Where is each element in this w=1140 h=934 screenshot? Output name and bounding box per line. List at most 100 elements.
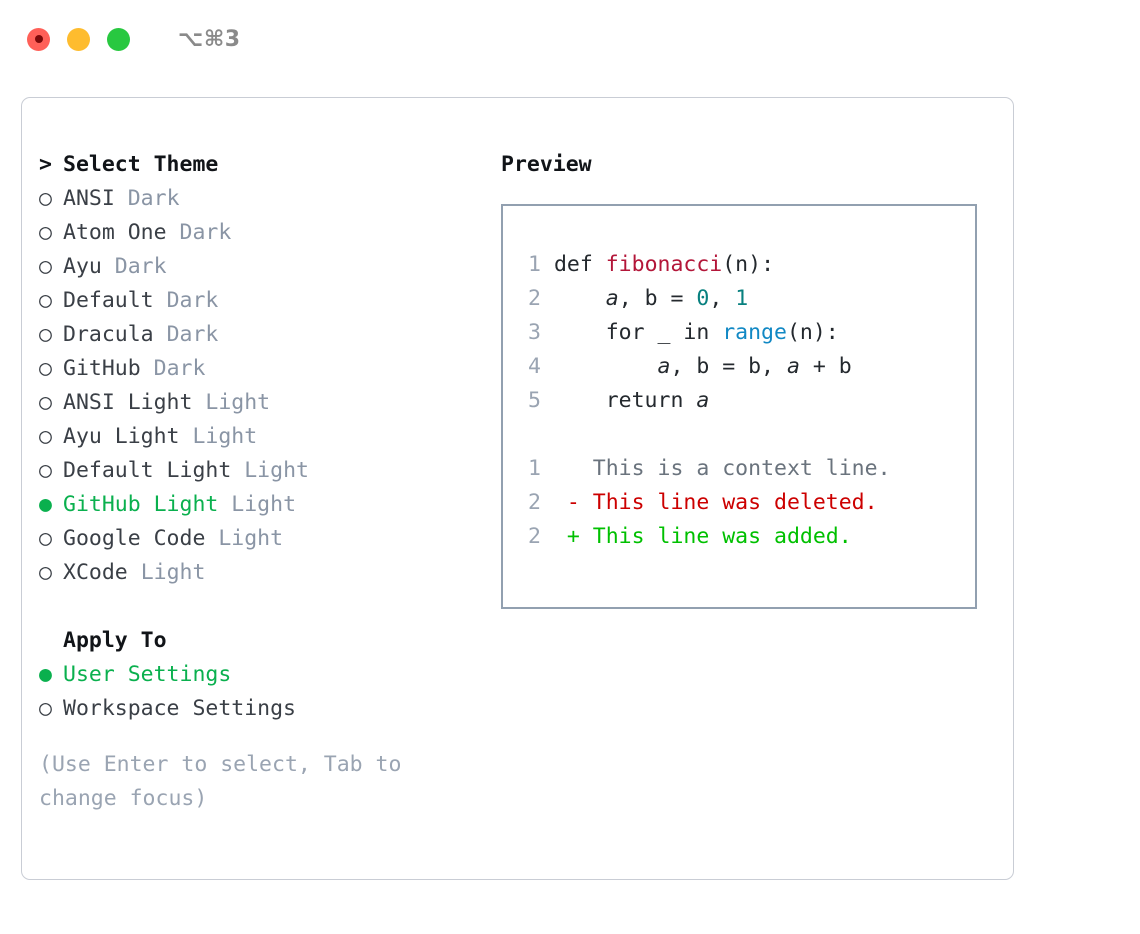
diff-gutter-gap bbox=[541, 524, 567, 549]
diff-sign-gap bbox=[580, 490, 593, 515]
theme-list-item[interactable]: ○ GitHub Dark bbox=[39, 352, 469, 386]
code-line-number: 3 bbox=[528, 320, 541, 345]
radio-unselected-icon: ○ bbox=[39, 322, 52, 347]
code-line-number: 5 bbox=[528, 388, 541, 413]
theme-gap bbox=[154, 284, 167, 318]
code-line: 2 a, b = 0, 1 bbox=[519, 282, 852, 316]
apply-to-header: Apply To bbox=[39, 624, 469, 658]
theme-kind-label: Light bbox=[244, 458, 309, 483]
code-token-plain: , b = bbox=[618, 286, 697, 311]
code-token-plain: , b = b, bbox=[670, 354, 787, 379]
radio-unselected-icon: ○ bbox=[39, 220, 52, 245]
apply-to-option[interactable]: ○Workspace Settings bbox=[39, 692, 469, 726]
theme-gap bbox=[154, 318, 167, 352]
code-line: 3 for _ in range(n): bbox=[519, 316, 852, 350]
code-line: 4 a, b = b, a + b bbox=[519, 350, 852, 384]
radio-unselected-icon: ○ bbox=[39, 458, 52, 483]
theme-list-item[interactable]: ○Default Dark bbox=[39, 284, 469, 318]
theme-gap bbox=[141, 352, 154, 386]
code-token-plain bbox=[541, 286, 606, 311]
apply-to-option[interactable]: ●User Settings bbox=[39, 658, 469, 692]
theme-list: ○ANSI Dark○Atom One Dark○Ayu Dark○Defaul… bbox=[39, 182, 469, 590]
theme-gap bbox=[167, 216, 180, 250]
theme-name: Atom One bbox=[63, 220, 167, 245]
theme-name: Dracula bbox=[63, 322, 154, 347]
zoom-button[interactable] bbox=[107, 27, 130, 51]
diff-text: This line was deleted. bbox=[592, 490, 878, 515]
theme-selector-column: >Select Theme ○ANSI Dark○Atom One Dark○A… bbox=[39, 148, 469, 816]
theme-list-item[interactable]: ○ Ayu Light Light bbox=[39, 420, 469, 454]
theme-list-item[interactable]: ○Ayu Dark bbox=[39, 250, 469, 284]
theme-list-item[interactable]: ○Google Code Light bbox=[39, 522, 469, 556]
theme-kind-label: Light bbox=[218, 526, 284, 551]
theme-kind-label: Light bbox=[192, 424, 258, 449]
diff-gutter-gap bbox=[541, 490, 567, 515]
theme-name: Ayu bbox=[63, 254, 102, 279]
theme-name: GitHub Light bbox=[63, 492, 219, 517]
code-token-var: a bbox=[696, 388, 710, 413]
theme-name: ANSI bbox=[63, 186, 115, 211]
theme-name: GitHub bbox=[63, 356, 141, 381]
diff-text: This is a context line. bbox=[592, 456, 891, 481]
theme-kind-label: Dark bbox=[166, 288, 219, 313]
code-line: 5 return a bbox=[519, 384, 852, 418]
select-theme-header-label: Select Theme bbox=[63, 152, 219, 177]
code-token-plain bbox=[541, 354, 658, 379]
code-line-number: 2 bbox=[528, 286, 541, 311]
list-spacer bbox=[39, 590, 469, 624]
theme-kind-label: Dark bbox=[127, 186, 180, 211]
theme-list-item[interactable]: ○Atom One Dark bbox=[39, 216, 469, 250]
theme-list-item[interactable]: ○XCode Light bbox=[39, 556, 469, 590]
window-controls bbox=[27, 27, 130, 51]
theme-list-item[interactable]: ○ Dracula Dark bbox=[39, 318, 469, 352]
theme-gap bbox=[180, 420, 193, 454]
theme-gap bbox=[115, 182, 128, 216]
code-token-plain: (n): bbox=[786, 320, 839, 345]
diff-line-number: 2 bbox=[528, 524, 541, 549]
minimize-button[interactable] bbox=[67, 27, 90, 51]
radio-unselected-icon: ○ bbox=[39, 356, 52, 381]
radio-unselected-icon: ○ bbox=[39, 390, 52, 415]
radio-unselected-icon: ○ bbox=[39, 424, 52, 449]
diff-sign: - bbox=[566, 490, 580, 515]
code-token-plain: + b bbox=[799, 354, 852, 379]
theme-list-item[interactable]: ○ANSI Dark bbox=[39, 182, 469, 216]
theme-list-item[interactable]: ○ Default Light Light bbox=[39, 454, 469, 488]
apply-to-option-label: User Settings bbox=[63, 662, 232, 687]
close-button[interactable] bbox=[27, 27, 50, 51]
code-token-plain: (n): bbox=[722, 252, 775, 277]
theme-list-item[interactable]: ○ANSI Light Light bbox=[39, 386, 469, 420]
theme-name: Ayu Light bbox=[63, 424, 180, 449]
diff-text: This line was added. bbox=[592, 524, 852, 549]
diff-sign bbox=[567, 456, 580, 481]
preview-column: Preview 1 def fibonacci(n):2 a, b = 0, 1… bbox=[501, 148, 991, 609]
radio-unselected-icon: ○ bbox=[39, 254, 52, 279]
theme-kind-label: Light bbox=[140, 560, 206, 585]
prompt-caret-icon: > bbox=[39, 152, 52, 177]
diff-line-added: 2 + This line was added. bbox=[519, 520, 891, 554]
radio-selected-icon: ● bbox=[39, 492, 52, 517]
code-token-num: 1 bbox=[735, 286, 749, 311]
theme-list-item[interactable]: ●GitHub Light Light bbox=[39, 488, 469, 522]
theme-gap bbox=[231, 454, 244, 488]
theme-kind-label: Dark bbox=[153, 356, 206, 381]
title-bar: ⌥⌘3 bbox=[0, 0, 1140, 78]
code-token-builtin: range bbox=[722, 320, 787, 345]
theme-name: XCode bbox=[63, 560, 128, 585]
theme-name: Default Light bbox=[63, 458, 232, 483]
theme-kind-label: Dark bbox=[166, 322, 219, 347]
theme-gap bbox=[102, 250, 115, 284]
diff-sign-gap bbox=[580, 524, 593, 549]
theme-name: ANSI Light bbox=[63, 390, 193, 415]
theme-name: Google Code bbox=[63, 526, 206, 551]
theme-gap bbox=[128, 556, 141, 590]
diff-sign: + bbox=[566, 524, 580, 549]
radio-unselected-icon: ○ bbox=[39, 696, 52, 721]
code-token-plain: return bbox=[541, 388, 697, 413]
code-token-plain: for _ in bbox=[541, 320, 723, 345]
theme-gap bbox=[192, 386, 205, 420]
code-token-var: a bbox=[786, 354, 800, 379]
